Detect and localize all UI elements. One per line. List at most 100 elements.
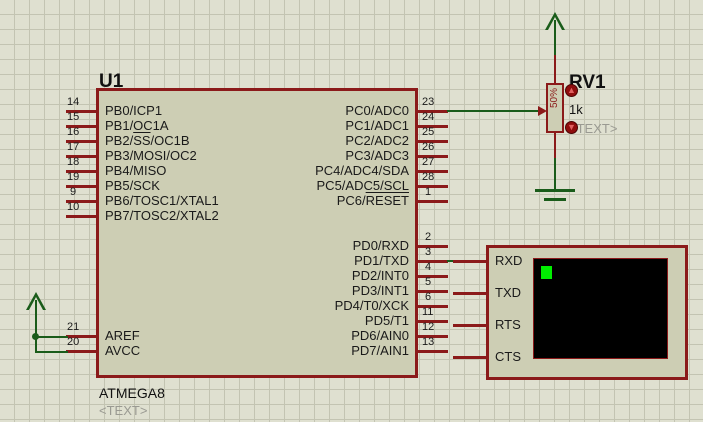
pin-number-27: 27 (422, 156, 435, 168)
pin-stub-28[interactable] (415, 185, 448, 188)
pin-number-11: 11 (422, 306, 434, 318)
pin-stub-18[interactable] (66, 170, 99, 173)
pin-number-13: 13 (422, 336, 435, 348)
rv1-bottom-lead[interactable] (554, 132, 556, 160)
pin-number-26: 26 (422, 141, 435, 153)
ground-symbol-bar-2 (544, 198, 566, 201)
pin-stub-6[interactable] (415, 305, 448, 308)
rv1-decrease-button[interactable]: ▼ (565, 121, 578, 134)
pin-label-pb6: PB6/TOSC1/XTAL1 (105, 193, 219, 208)
pin-label-pc1: PC1/ADC1 (345, 118, 409, 133)
pin-label-pb7: PB7/TOSC2/XTAL2 (105, 208, 219, 223)
pin-number-9: 9 (70, 186, 77, 198)
terminal-cursor (541, 266, 552, 279)
terminal-pin-label-rxd: RXD (495, 253, 523, 268)
pin-stub-20[interactable] (66, 350, 99, 353)
pin-label-pb0: PB0/ICP1 (105, 103, 163, 118)
pin-number-20: 20 (67, 336, 80, 348)
pin-number-10: 10 (67, 201, 80, 213)
rv1-annotation-text: <TEXT> (569, 121, 618, 136)
rv1-top-lead[interactable] (554, 55, 556, 85)
terminal-pin-stub-rxd[interactable] (453, 260, 489, 263)
pin-number-6: 6 (425, 291, 432, 303)
pin-stub-11[interactable] (415, 320, 448, 323)
pin-label-pd5: PD5/T1 (364, 313, 409, 328)
u1-reference-label: U1 (99, 71, 124, 92)
pin-stub-10[interactable] (66, 215, 99, 218)
rv1-increase-button[interactable]: ▲ (565, 84, 578, 97)
pin-number-23: 23 (422, 96, 435, 108)
pin-label-pd1: PD1/TXD (354, 253, 409, 268)
pin-number-3: 3 (425, 246, 432, 258)
wire-vcc-to-rv1[interactable] (554, 20, 556, 56)
pin-stub-26[interactable] (415, 155, 448, 158)
pin-number-19: 19 (67, 171, 80, 183)
pin-number-21: 21 (67, 321, 80, 333)
terminal-pin-label-cts: CTS (495, 349, 521, 364)
wire-rv1-to-gnd[interactable] (554, 158, 556, 190)
pin-stub-16[interactable] (66, 140, 99, 143)
u1-part-name-label: ATMEGA8 (99, 385, 165, 401)
pin-number-15: 15 (67, 111, 80, 123)
pin-label-pc4: PC4/ADC4/SDA (315, 163, 409, 178)
pin-stub-23[interactable] (415, 110, 448, 113)
pin-label-pb2: PB2/SS/OC1B (105, 133, 190, 148)
pin-label-pc5: PC5/ADC5/SCL (316, 178, 409, 193)
u1-annotation-text: <TEXT> (99, 403, 148, 418)
wire-power-left-vertical[interactable] (35, 300, 37, 352)
terminal-pin-stub-txd[interactable] (453, 292, 489, 295)
pin-stub-15[interactable] (66, 125, 99, 128)
pin-stub-24[interactable] (415, 125, 448, 128)
pin-label-avcc: AVCC (105, 343, 141, 358)
pin-number-5: 5 (425, 276, 432, 288)
pin-label-pb4: PB4/MISO (105, 163, 167, 178)
pin-label-pb1: PB1/OC1A (105, 118, 169, 133)
terminal-pin-label-txd: TXD (495, 285, 521, 300)
pin-label-pd0: PD0/RXD (352, 238, 409, 253)
pin-number-16: 16 (67, 126, 80, 138)
pin-stub-5[interactable] (415, 290, 448, 293)
pin-number-25: 25 (422, 126, 435, 138)
pin-number-18: 18 (67, 156, 80, 168)
pin-label-pd6: PD6/AIN0 (351, 328, 409, 343)
pin-stub-9[interactable] (66, 200, 99, 203)
pin-stub-21[interactable] (66, 335, 99, 338)
pin-label-pd4: PD4/T0/XCK (334, 298, 409, 313)
pin-label-pc0: PC0/ADC0 (345, 103, 409, 118)
pin-stub-27[interactable] (415, 170, 448, 173)
wire-pc0-to-rv1[interactable] (447, 110, 544, 112)
component-u1-atmega8[interactable] (96, 88, 418, 378)
virtual-terminal-screen[interactable] (533, 258, 668, 359)
pin-stub-13[interactable] (415, 350, 448, 353)
pin-number-24: 24 (422, 111, 435, 123)
terminal-pin-stub-cts[interactable] (453, 356, 489, 359)
pin-label-pd7: PD7/AIN1 (351, 343, 409, 358)
pin-label-pb3: PB3/MOSI/OC2 (105, 148, 197, 163)
pin-label-pc6: PC6/RESET (336, 193, 409, 208)
wire-aref[interactable] (35, 336, 68, 338)
terminal-pin-label-rts: RTS (495, 317, 521, 332)
pin-stub-25[interactable] (415, 140, 448, 143)
pin-label-pd3: PD3/INT1 (351, 283, 409, 298)
terminal-pin-stub-rts[interactable] (453, 324, 489, 327)
pin-stub-14[interactable] (66, 110, 99, 113)
wire-avcc[interactable] (35, 351, 68, 353)
ground-symbol-bar-1[interactable] (535, 189, 575, 192)
rv1-wiper-percent-label: 50% (549, 88, 560, 109)
pin-number-14: 14 (67, 96, 80, 108)
pin-stub-3[interactable] (415, 260, 448, 263)
pin-stub-19[interactable] (66, 185, 99, 188)
pin-stub-17[interactable] (66, 155, 99, 158)
pin-label-pb5: PB5/SCK (105, 178, 160, 193)
pin-stub-4[interactable] (415, 275, 448, 278)
pin-stub-2[interactable] (415, 245, 448, 248)
pin-stub-12[interactable] (415, 335, 448, 338)
pin-stub-1[interactable] (415, 200, 448, 203)
rv1-reference-label: RV1 (569, 72, 606, 93)
pin-number-4: 4 (425, 261, 432, 273)
wiper-arrowhead-icon (538, 106, 547, 116)
pin-number-2: 2 (425, 231, 432, 243)
pin-label-pc2: PC2/ADC2 (345, 133, 409, 148)
rv1-value-label: 1k (569, 102, 583, 117)
